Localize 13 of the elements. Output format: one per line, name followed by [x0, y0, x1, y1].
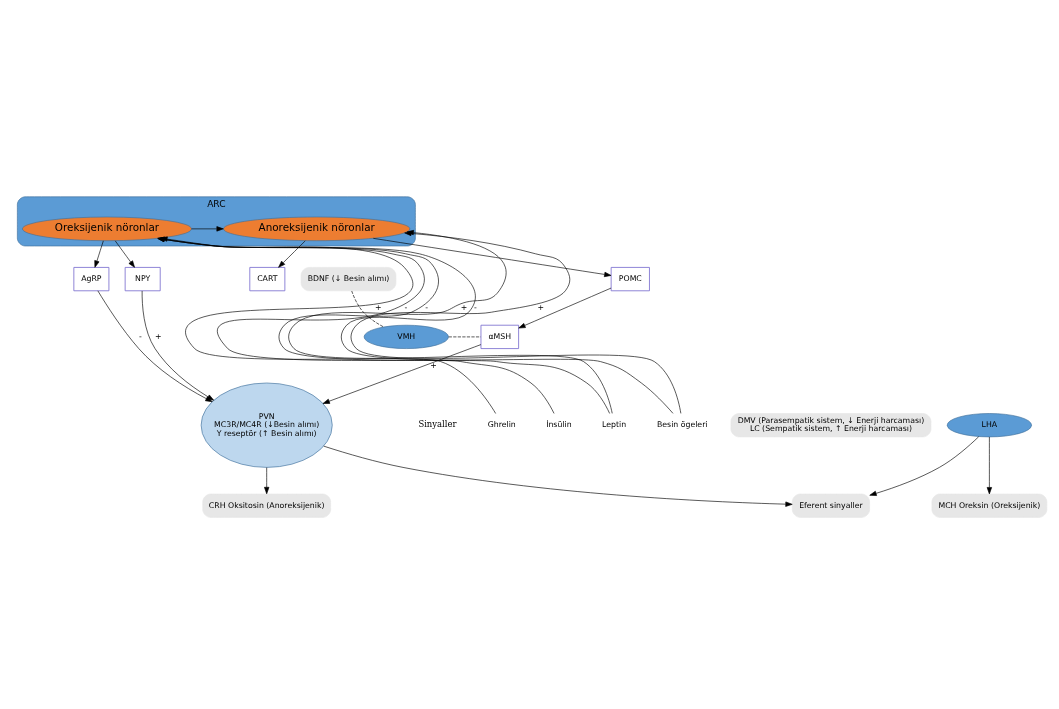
- arrow: [372, 238, 612, 277]
- arrow: [322, 344, 482, 404]
- arrow: [94, 240, 104, 268]
- arrow: [518, 287, 612, 329]
- arrow: [114, 240, 135, 268]
- arrow: [323, 445, 793, 507]
- label: Sinyaller: [418, 419, 457, 430]
- connector: [351, 290, 385, 328]
- arrow: [986, 436, 992, 495]
- arrow: [278, 240, 306, 268]
- arrow: [869, 436, 980, 496]
- arrow: [191, 226, 224, 232]
- arrow: [264, 467, 270, 495]
